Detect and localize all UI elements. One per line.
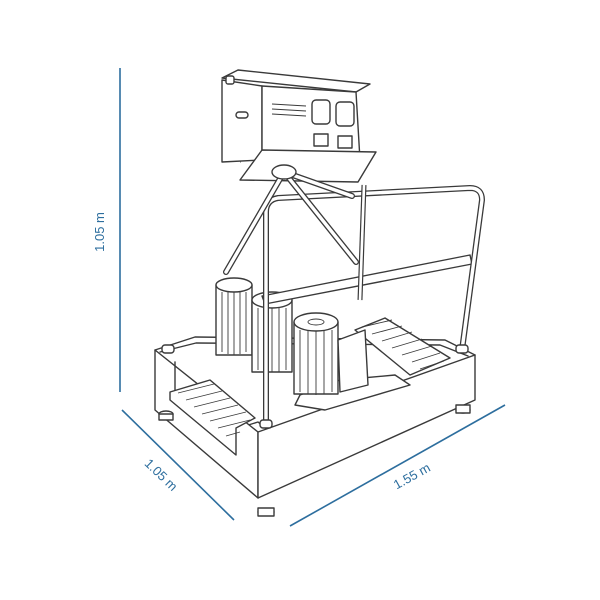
- turnstile-arms: [223, 164, 359, 275]
- left-handrail: [161, 160, 241, 354]
- brush-middle: [251, 291, 293, 373]
- dimension-height: 1.05 m: [92, 68, 121, 392]
- brush-holder: [261, 254, 473, 305]
- right-grating: [354, 317, 451, 376]
- feet: [158, 404, 471, 517]
- left-grating: [169, 379, 256, 456]
- rear-handrail-post: [357, 184, 367, 301]
- height-label: 1.05 m: [92, 212, 107, 252]
- brush-rear: [215, 277, 253, 356]
- brush-front: [293, 312, 369, 395]
- turnstile-head: [221, 69, 377, 183]
- width-label: 1.55 m: [391, 460, 433, 492]
